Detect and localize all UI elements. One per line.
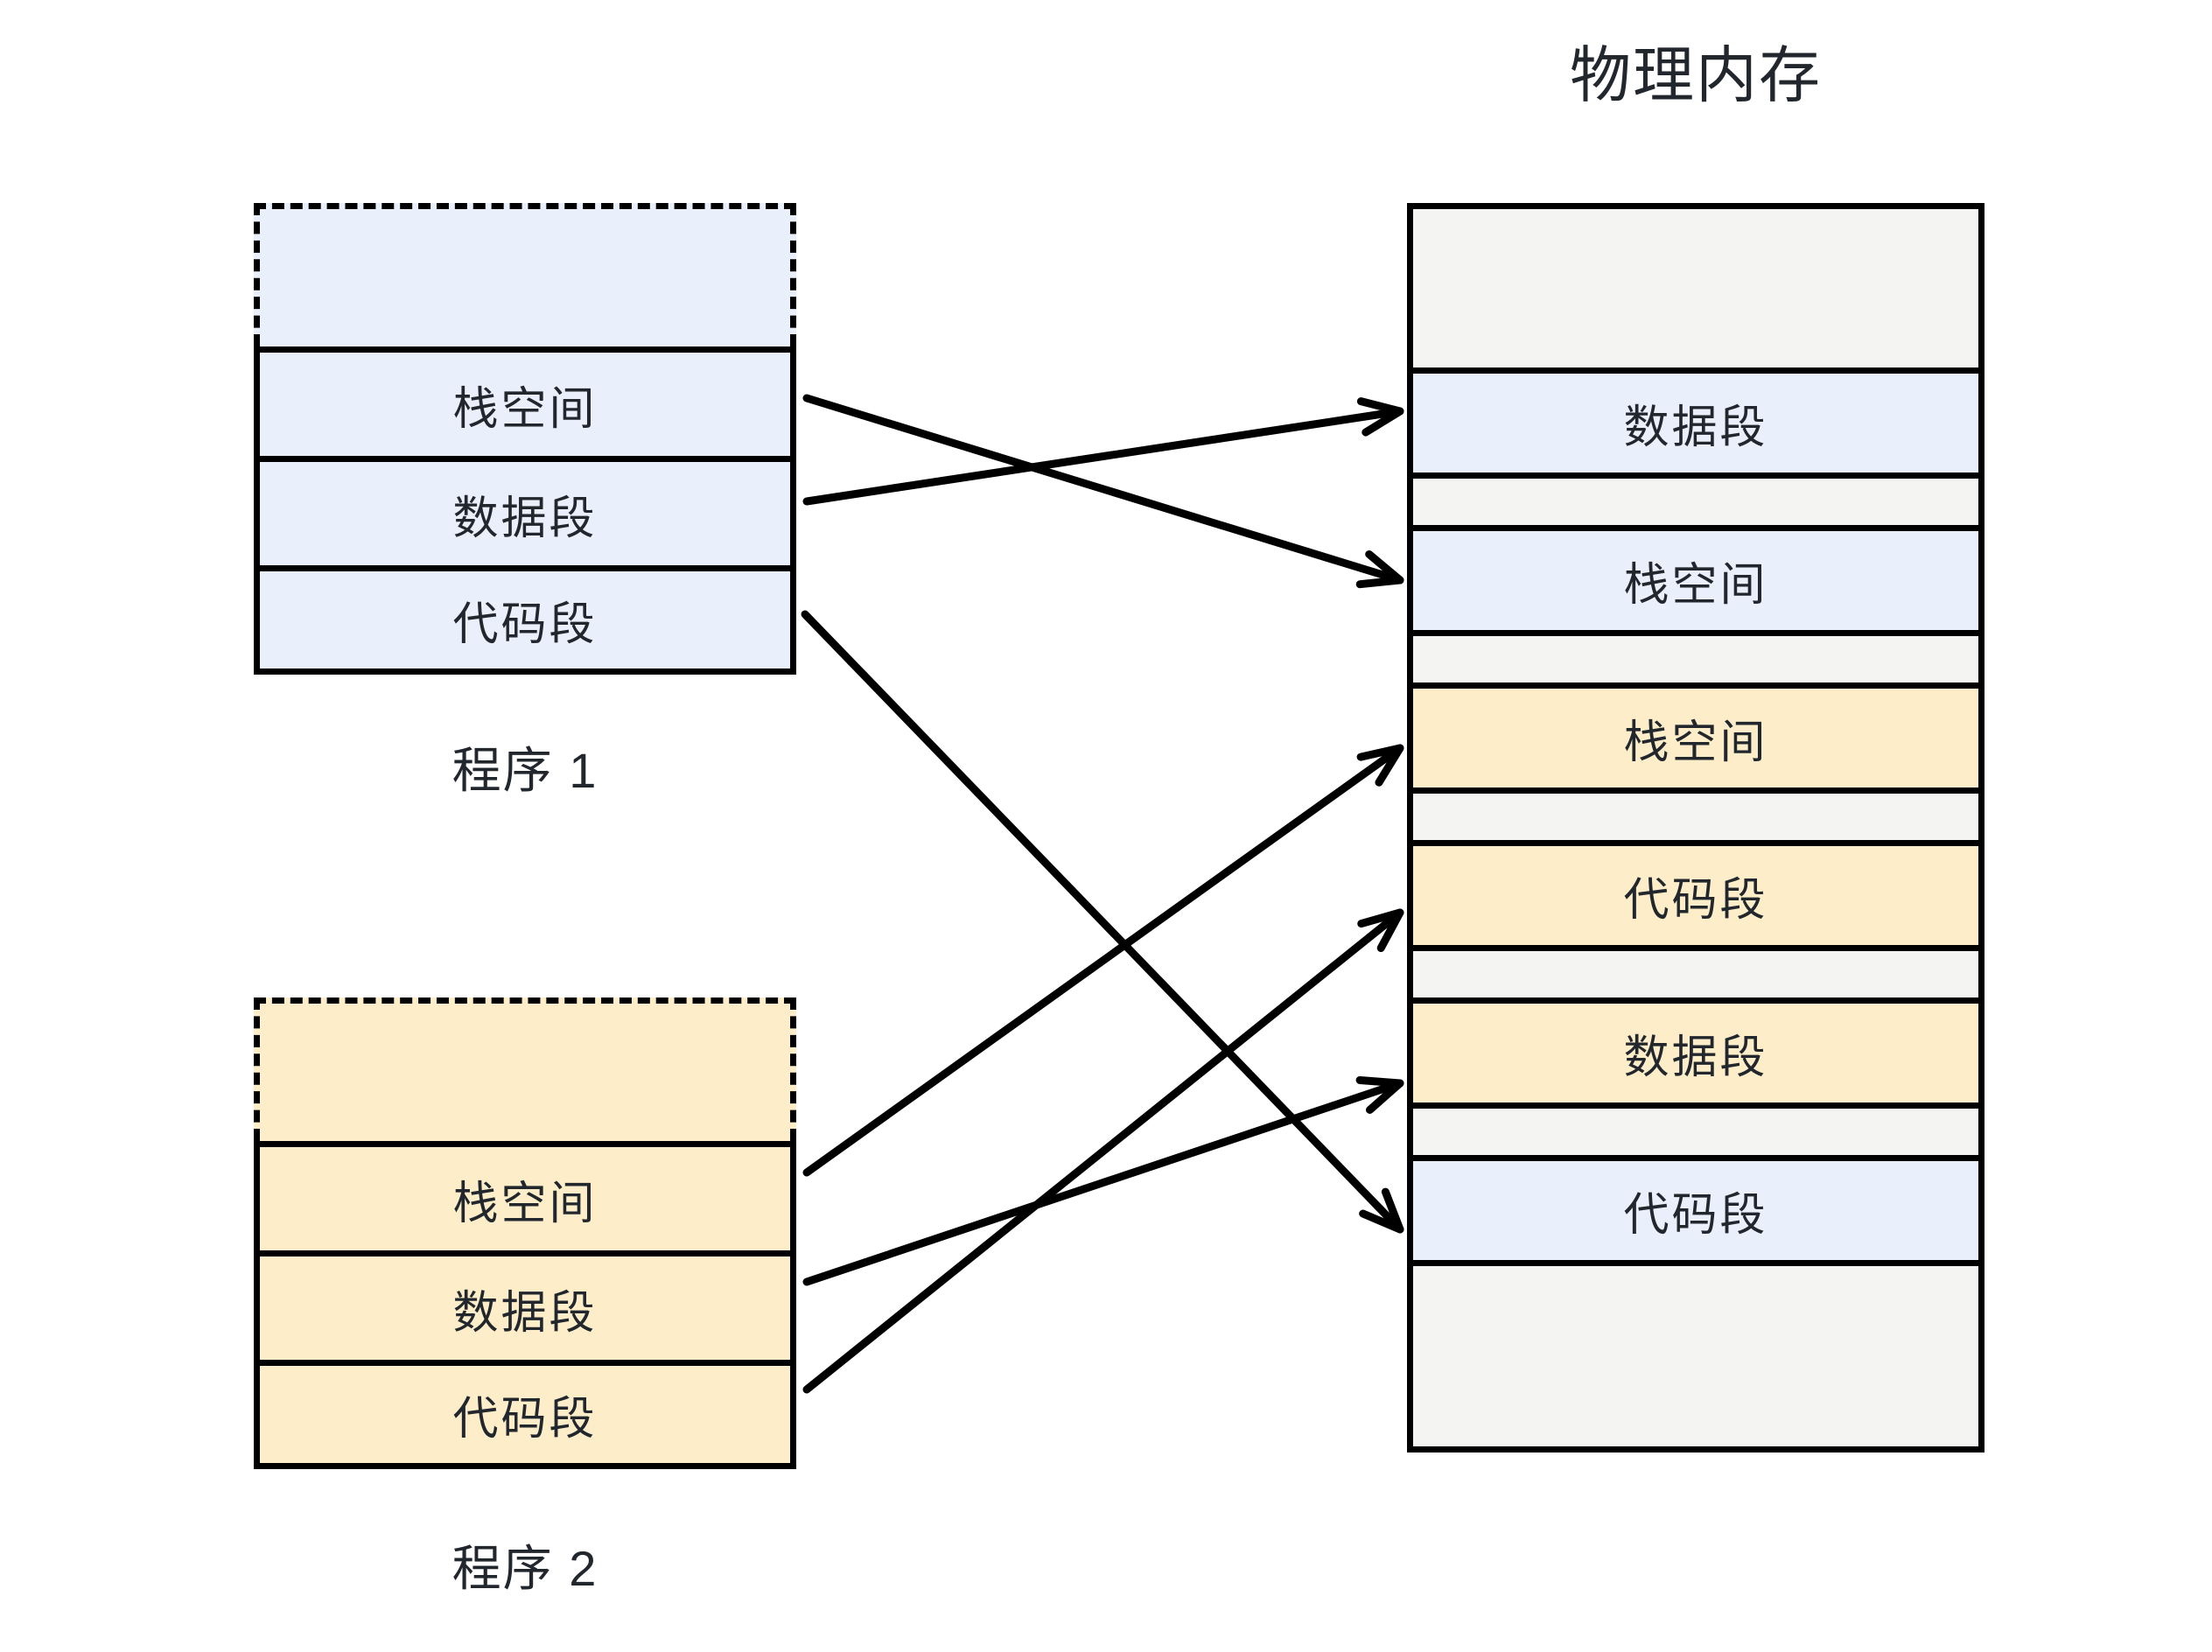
mapping-arrow-4 <box>802 744 1404 1177</box>
mapping-arrow-5 <box>802 1075 1404 1286</box>
mapping-arrow-1 <box>802 394 1404 589</box>
memory-row-program2-数据段[interactable]: 数据段 <box>1413 1004 1978 1109</box>
program-1-segment-code[interactable]: 代码段 <box>254 565 796 675</box>
memory-row-program1-代码段[interactable]: 代码段 <box>1413 1161 1978 1266</box>
memory-row-free <box>1413 1109 1978 1161</box>
memory-row-program2-栈空间[interactable]: 栈空间 <box>1413 689 1978 794</box>
program-2-segment-code[interactable]: 代码段 <box>254 1360 796 1469</box>
memory-row-program1-栈空间[interactable]: 栈空间 <box>1413 531 1978 636</box>
program-1-caption: 程序 1 <box>452 743 598 798</box>
program-1-segment-stack[interactable]: 栈空间 <box>254 346 796 456</box>
program-2-caption: 程序 2 <box>452 1541 598 1596</box>
mapping-arrow-2 <box>802 397 1404 506</box>
program-1-unused-region <box>254 203 796 346</box>
mapping-arrow-6 <box>802 908 1404 1394</box>
memory-row-free <box>1413 1266 1978 1432</box>
memory-row-free <box>1413 479 1978 531</box>
physical-memory-title: 物理内存 <box>1570 41 1822 109</box>
memory-row-free <box>1413 951 1978 1004</box>
memory-row-free <box>1413 794 1978 846</box>
program-block-1: 栈空间 数据段 代码段 <box>254 203 796 675</box>
memory-row-program2-代码段[interactable]: 代码段 <box>1413 846 1978 951</box>
program-2-unused-region <box>254 998 796 1141</box>
memory-row-free <box>1413 636 1978 689</box>
memory-row-program1-数据段[interactable]: 数据段 <box>1413 374 1978 479</box>
program-2-segment-stack[interactable]: 栈空间 <box>254 1141 796 1250</box>
program-1-segment-data[interactable]: 数据段 <box>254 456 796 565</box>
mapping-arrow-3 <box>801 610 1404 1234</box>
physical-memory-column: 数据段栈空间栈空间代码段数据段代码段 <box>1407 203 1984 1452</box>
program-block-2: 栈空间 数据段 代码段 <box>254 998 796 1469</box>
program-2-segment-data[interactable]: 数据段 <box>254 1250 796 1360</box>
memory-row-free <box>1413 209 1978 374</box>
